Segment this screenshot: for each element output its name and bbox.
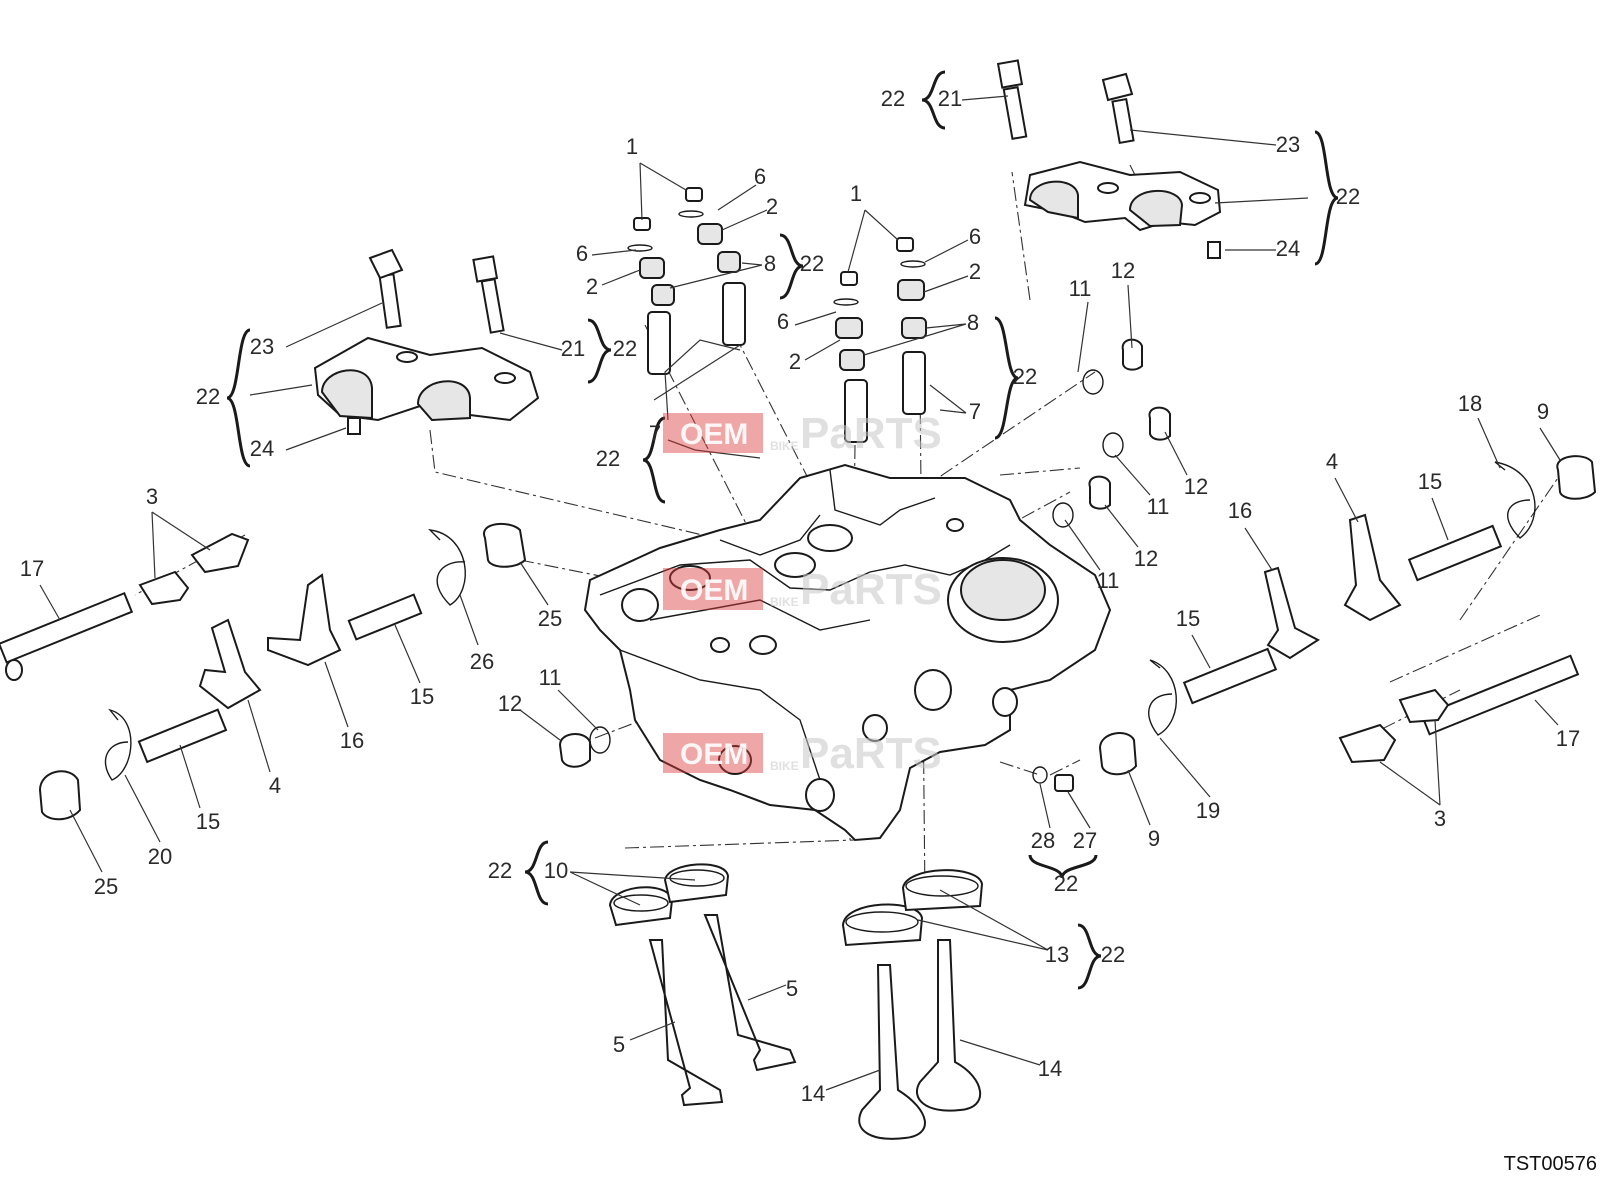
callout-17: 17 — [20, 556, 44, 581]
callout-18: 18 — [1458, 391, 1482, 416]
callout-21: 21 — [938, 86, 962, 111]
callout-21: 21 — [561, 336, 585, 361]
drawing-code: TST00576 — [1504, 1153, 1597, 1175]
callout-9: 9 — [1537, 399, 1549, 424]
callout-1: 1 — [626, 134, 638, 159]
callout-8: 8 — [967, 310, 979, 335]
callout-26: 26 — [470, 649, 494, 674]
callout-6: 6 — [754, 164, 766, 189]
callout-15: 15 — [1418, 469, 1442, 494]
callout-22: 22 — [196, 384, 220, 409]
callout-11: 11 — [1069, 276, 1092, 301]
callout-5: 5 — [786, 976, 798, 1001]
callout-25: 25 — [94, 874, 118, 899]
callout-20: 20 — [148, 844, 172, 869]
valve-tappets-right — [833, 237, 927, 443]
callout-6: 6 — [576, 241, 588, 266]
callout-2: 2 — [586, 274, 598, 299]
callout-22: 22 — [1336, 184, 1360, 209]
callout-2: 2 — [789, 349, 801, 374]
callout-11: 11 — [1097, 568, 1120, 593]
valve-tappets-left — [627, 187, 746, 375]
svg-text:BIKE: BIKE — [770, 759, 799, 773]
callout-22: 22 — [1013, 364, 1037, 389]
svg-text:OEM: OEM — [680, 574, 748, 607]
camshaft-cap-left — [313, 336, 540, 422]
callout-15: 15 — [196, 809, 220, 834]
watermark-1: OEM BIKE PaRTS — [663, 409, 942, 458]
callout-12: 12 — [498, 691, 522, 716]
rocker-assembly-right — [1032, 338, 1597, 792]
dowel-pin-right — [1207, 241, 1221, 259]
watermark-2: OEM BIKE PaRTS — [663, 565, 942, 614]
callout-7: 7 — [969, 399, 981, 424]
callout-1: 1 — [850, 181, 862, 206]
callout-12: 12 — [1134, 546, 1158, 571]
callout-22: 22 — [1101, 942, 1125, 967]
callout-17: 17 — [1556, 726, 1580, 751]
callout-15: 15 — [410, 684, 434, 709]
callout-2: 2 — [969, 259, 981, 284]
callout-9: 9 — [1148, 826, 1160, 851]
callout-14: 14 — [1038, 1056, 1062, 1081]
callout-22: 22 — [1054, 871, 1078, 896]
camshaft-cap-right — [1023, 160, 1222, 232]
svg-text:BIKE: BIKE — [770, 595, 799, 609]
callout-13: 13 — [1045, 942, 1069, 967]
rocker-assembly-left — [0, 522, 611, 821]
bolts-and-studs — [368, 59, 1135, 334]
cylinder-head — [583, 463, 1112, 842]
svg-text:PaRTS: PaRTS — [800, 729, 942, 778]
svg-text:OEM: OEM — [680, 418, 748, 451]
callout-11: 11 — [1147, 494, 1170, 519]
callout-22: 22 — [800, 251, 824, 276]
callout-19: 19 — [1196, 798, 1220, 823]
callout-22: 22 — [881, 86, 905, 111]
callout-12: 12 — [1184, 474, 1208, 499]
svg-text:PaRTS: PaRTS — [800, 409, 942, 458]
callout-22: 22 — [613, 336, 637, 361]
leader-lines — [39, 95, 1561, 1091]
callout-16: 16 — [1228, 498, 1252, 523]
callout-14: 14 — [801, 1081, 825, 1106]
callout-22: 22 — [596, 446, 620, 471]
callout-6: 6 — [969, 224, 981, 249]
watermark-3: OEM BIKE PaRTS — [663, 729, 942, 778]
callout-6: 6 — [777, 309, 789, 334]
callout-4: 4 — [1326, 449, 1338, 474]
exhaust-valves — [841, 869, 984, 1140]
callout-7: 7 — [649, 421, 661, 446]
dowel-pin-left — [347, 417, 361, 435]
callout-15: 15 — [1176, 606, 1200, 631]
callout-5: 5 — [613, 1032, 625, 1057]
callout-16: 16 — [340, 728, 364, 753]
callout-3: 3 — [146, 484, 158, 509]
callout-23: 23 — [250, 334, 274, 359]
callout-3: 3 — [1434, 806, 1446, 831]
callout-23: 23 — [1276, 132, 1300, 157]
intake-valves — [608, 863, 797, 1107]
callout-11: 11 — [539, 665, 562, 690]
callout-27: 27 — [1073, 828, 1097, 853]
braces — [226, 70, 1339, 990]
callout-24: 24 — [250, 436, 274, 461]
callout-24: 24 — [1276, 236, 1300, 261]
callout-10: 10 — [544, 858, 568, 883]
callout-2: 2 — [766, 194, 778, 219]
callout-12: 12 — [1111, 258, 1135, 283]
callout-28: 28 — [1031, 828, 1055, 853]
svg-text:OEM: OEM — [680, 738, 748, 771]
svg-text:BIKE: BIKE — [770, 439, 799, 453]
callout-4: 4 — [269, 773, 281, 798]
callout-25: 25 — [538, 606, 562, 631]
callout-8: 8 — [764, 251, 776, 276]
callout-22: 22 — [488, 858, 512, 883]
svg-text:PaRTS: PaRTS — [800, 565, 942, 614]
